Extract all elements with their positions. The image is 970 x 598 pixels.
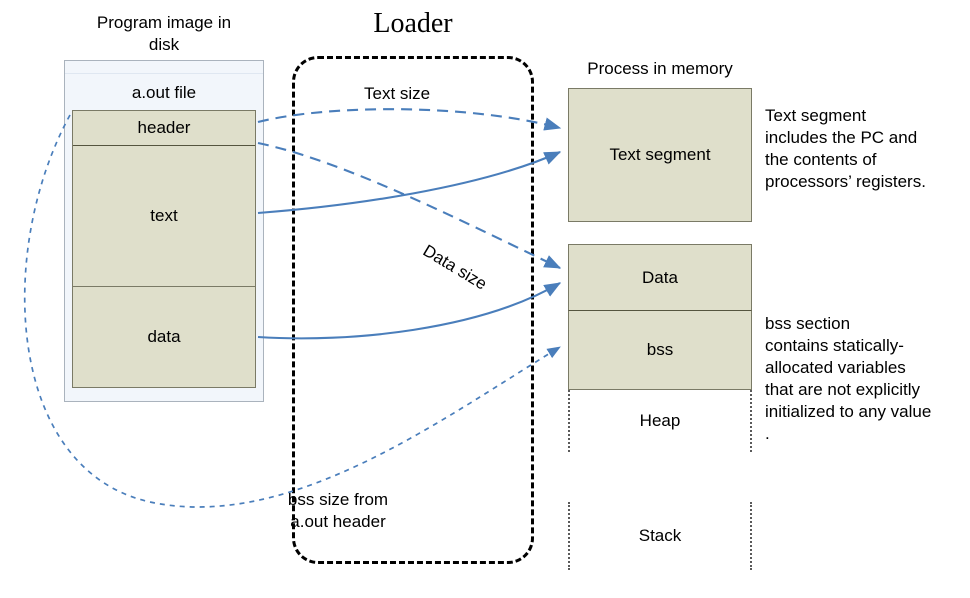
- loader-boundary-box: [292, 56, 534, 564]
- label-text-size: Text size: [364, 84, 431, 103]
- disk-panel-strip: [65, 73, 263, 74]
- memory-segment-heap: Heap: [568, 390, 752, 452]
- aout-segment-header: header: [73, 111, 255, 146]
- note-bss-section: bss section contains statically- allocat…: [765, 314, 932, 443]
- memory-segment-data: Data: [568, 244, 752, 311]
- aout-file-label: a.out file: [131, 83, 197, 102]
- aout-file-box: header text data: [72, 110, 256, 388]
- memory-segment-bss: bss: [568, 311, 752, 390]
- aout-segment-text: text: [73, 146, 255, 287]
- label-bss-size: bss size from a.out header: [287, 490, 389, 531]
- disk-caption: Program image in disk: [96, 13, 232, 54]
- aout-segment-data: data: [147, 327, 181, 346]
- loader-title: Loader: [373, 8, 453, 39]
- memory-segment-stack: Stack: [568, 502, 752, 570]
- process-memory-caption: Process in memory: [587, 59, 733, 78]
- memory-segment-text: Text segment: [568, 88, 752, 222]
- note-text-segment: Text segment includes the PC and the con…: [765, 106, 926, 191]
